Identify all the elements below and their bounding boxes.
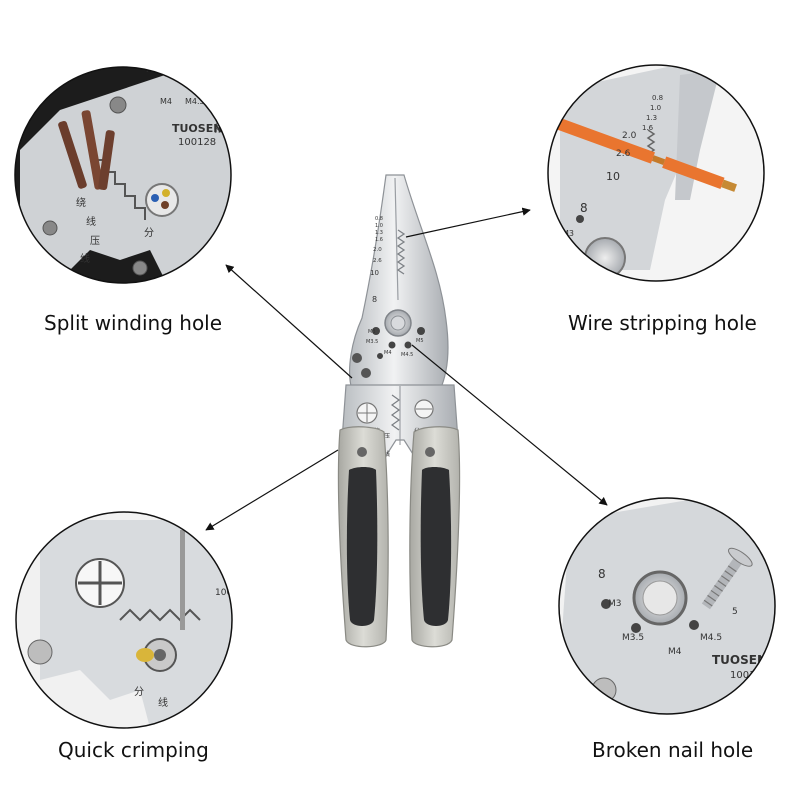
zoom-text: 8 — [580, 201, 588, 215]
zoom-text: 2.0 — [622, 131, 637, 141]
gauge-mark: 10 — [370, 269, 379, 277]
zoom-text: M3.5 — [622, 633, 644, 643]
gauge-mark: 0.8 — [375, 216, 383, 222]
zoom-model: 1001 — [730, 670, 755, 681]
arrow-broken-nail — [411, 344, 608, 506]
screw-mark: M4 — [384, 350, 392, 356]
zoom-text: 线 — [80, 252, 90, 265]
left-handle — [337, 426, 389, 648]
zoom-brand-cn: 拓森 — [214, 122, 234, 135]
gauge-mark: 1.0 — [375, 223, 383, 229]
zoom-brand: TUOSEN — [172, 122, 222, 135]
right-handle — [409, 426, 461, 648]
gauge-mark: 2.0 — [373, 247, 382, 253]
zoom-text: M4 — [668, 647, 682, 657]
zoom-split-winding: M3.5 M4 M4.5 TUOSEN 拓森 100128 绕 线 压 线 分 — [14, 66, 234, 284]
zoom-text: 0.8 — [652, 94, 663, 102]
gauge-mark: 1.3 — [375, 230, 383, 236]
caption-wire-stripping-hole: Wire stripping hole — [568, 311, 757, 335]
arrow-quick-crimping — [205, 449, 339, 531]
zoom-text: M4 — [160, 97, 172, 106]
zoom-text: M4.5 — [700, 633, 722, 643]
screw-mark: M3.5 — [366, 339, 378, 345]
zoom-brand-cn: 拓 — [766, 653, 777, 667]
screw-mark: M3 — [368, 329, 376, 335]
arrow-split-winding — [225, 264, 353, 379]
zoom-text: M4.5 — [185, 97, 205, 106]
zoom-text: M3 — [562, 229, 574, 238]
screw-mark: M5 — [416, 338, 424, 344]
gauge-mark: 1.6 — [375, 237, 383, 243]
zoom-brand: TUOSEN — [712, 653, 767, 667]
gauge-mark: 2.6 — [373, 258, 382, 264]
pliers: 0.8 1.0 1.3 1.6 2.0 2.6 10 8 M3.5 M3 M4 … — [337, 174, 461, 648]
arrow-wire-stripping — [405, 207, 531, 238]
zoom-text: 分 — [144, 227, 154, 239]
zoom-text: 1.6 — [642, 124, 654, 132]
screw-mark: M4.5 — [401, 352, 413, 358]
zoom-broken-nail: 8 M3 M3.5 M4 M4.5 5 TUOSEN 拓 1001 — [558, 497, 777, 715]
gauge-mark: 8 — [372, 295, 377, 304]
zoom-text: 分 — [134, 686, 144, 698]
caption-split-winding-hole: Split winding hole — [44, 311, 223, 335]
zoom-text: 线 — [86, 215, 96, 228]
zoom-text: 压 — [90, 235, 100, 247]
cn-label: 线 — [384, 450, 390, 458]
gauge-marks: 0.8 1.0 1.3 1.6 2.0 2.6 10 8 — [370, 216, 383, 304]
zoom-text: 8 — [598, 567, 606, 581]
zoom-text: 绕 — [76, 196, 86, 209]
zoom-text: 线 — [158, 696, 168, 709]
zoom-text: 1.0 — [650, 104, 661, 112]
caption-quick-crimping: Quick crimping — [58, 738, 209, 762]
zoom-model: 100128 — [178, 137, 216, 148]
zoom-text: M3 — [608, 599, 622, 609]
cn-label: 压 — [384, 433, 390, 440]
zoom-wire-stripping: 0.8 1.0 1.3 1.6 2.0 2.6 10 8 M3 — [547, 64, 765, 282]
zoom-text: 5 — [732, 607, 738, 617]
zoom-model: 1001 — [215, 588, 238, 598]
zoom-text: 10 — [606, 170, 620, 183]
zoom-text: 1.3 — [646, 114, 657, 122]
zoom-quick-crimping: 1001 分 线 — [15, 511, 238, 729]
zoom-text: 2.6 — [616, 149, 631, 159]
caption-broken-nail-hole: Broken nail hole — [592, 738, 754, 762]
callout-arrows — [205, 207, 608, 531]
